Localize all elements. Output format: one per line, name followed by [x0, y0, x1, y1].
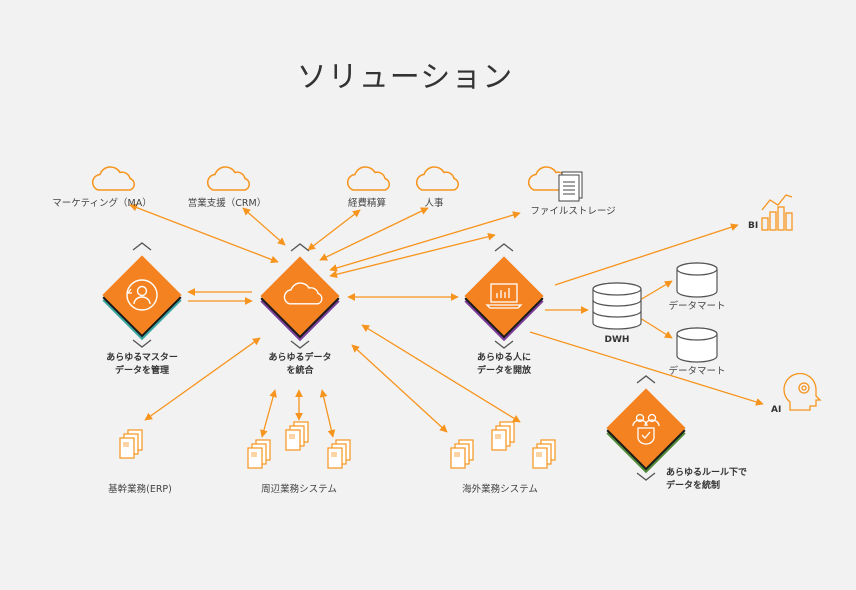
bi-label: BI: [748, 221, 758, 231]
cloud-icon: [91, 166, 136, 191]
database-icon: [676, 327, 718, 363]
server-stack-icon: [532, 439, 556, 469]
server-stack-icon: [285, 421, 309, 451]
dwh-label: DWH: [605, 335, 630, 345]
hub-governance: あらゆるルール下で データを統制: [606, 375, 747, 491]
datamart-label: データマート: [668, 300, 725, 312]
hub-label-line1: あらゆるマスター: [106, 351, 178, 363]
hub-label-line2: データを管理: [115, 364, 169, 376]
cloud-expense: 経費精算: [346, 166, 391, 209]
server-stack-icon: [119, 429, 143, 459]
output-datamart-2: データマート: [668, 327, 726, 377]
cloud-icon: [206, 166, 251, 191]
laptop-chart-icon: [485, 283, 523, 309]
team-shield-icon: [632, 413, 660, 445]
brain-gear-icon: [783, 372, 822, 411]
output-dwh: DWH: [592, 282, 642, 345]
system-label: 海外業務システム: [462, 483, 538, 495]
system-label: 基幹業務(ERP): [108, 483, 172, 495]
hub-label-line2: データを統制: [666, 479, 720, 491]
cloud-label: 営業支援（CRM）: [188, 197, 266, 209]
server-stack-icon: [491, 421, 515, 451]
connection-arrows: [129, 203, 764, 438]
system-label: 周辺業務システム: [261, 483, 337, 495]
bar-chart-icon: [761, 194, 793, 231]
cloud-filestorage: ファイルストレージ: [527, 166, 616, 217]
cloud-label: 経費精算: [348, 197, 386, 209]
cloud-icon: [415, 166, 460, 191]
database-icon: [676, 262, 718, 298]
hub-label-line2: データを開放: [477, 364, 532, 376]
cloud-label: マーケティング（MA）: [52, 197, 151, 209]
hub-label-line1: あらゆるデータ: [268, 351, 331, 363]
cloud-hr: 人事: [415, 166, 460, 209]
output-datamart-1: データマート: [668, 262, 726, 312]
cloud-crm: 営業支援（CRM）: [188, 166, 266, 209]
server-stack-icon: [247, 439, 271, 469]
output-ai: AI: [771, 372, 822, 415]
datamart-label: データマート: [668, 365, 725, 377]
cloud-icon: [283, 282, 323, 305]
system-overseas: 海外業務システム: [450, 421, 556, 495]
output-bi: BI: [748, 194, 793, 231]
system-peripheral: 周辺業務システム: [247, 421, 351, 495]
hub-open: あらゆる人に データを開放: [464, 243, 544, 376]
hub-label-line2: を統合: [286, 364, 314, 376]
person-circle-icon: [126, 279, 158, 311]
hub-master: あらゆるマスター データを管理: [102, 242, 182, 376]
document-icon: [558, 171, 583, 202]
system-erp: 基幹業務(ERP): [108, 429, 172, 495]
server-stack-icon: [327, 439, 351, 469]
cloud-icon: [346, 166, 391, 191]
hub-label-line1: あらゆる人に: [477, 351, 531, 363]
page-title: ソリューション: [296, 60, 514, 95]
cloud-ma: マーケティング（MA）: [52, 166, 152, 209]
hub-label-line1: あらゆるルール下で: [666, 467, 747, 478]
cloud-label: 人事: [424, 197, 444, 209]
database-icon: [592, 282, 642, 330]
ai-label: AI: [771, 405, 781, 415]
cloud-label: ファイルストレージ: [530, 206, 615, 217]
hub-integrate: あらゆるデータ を統合: [260, 243, 340, 376]
server-stack-icon: [450, 439, 474, 469]
